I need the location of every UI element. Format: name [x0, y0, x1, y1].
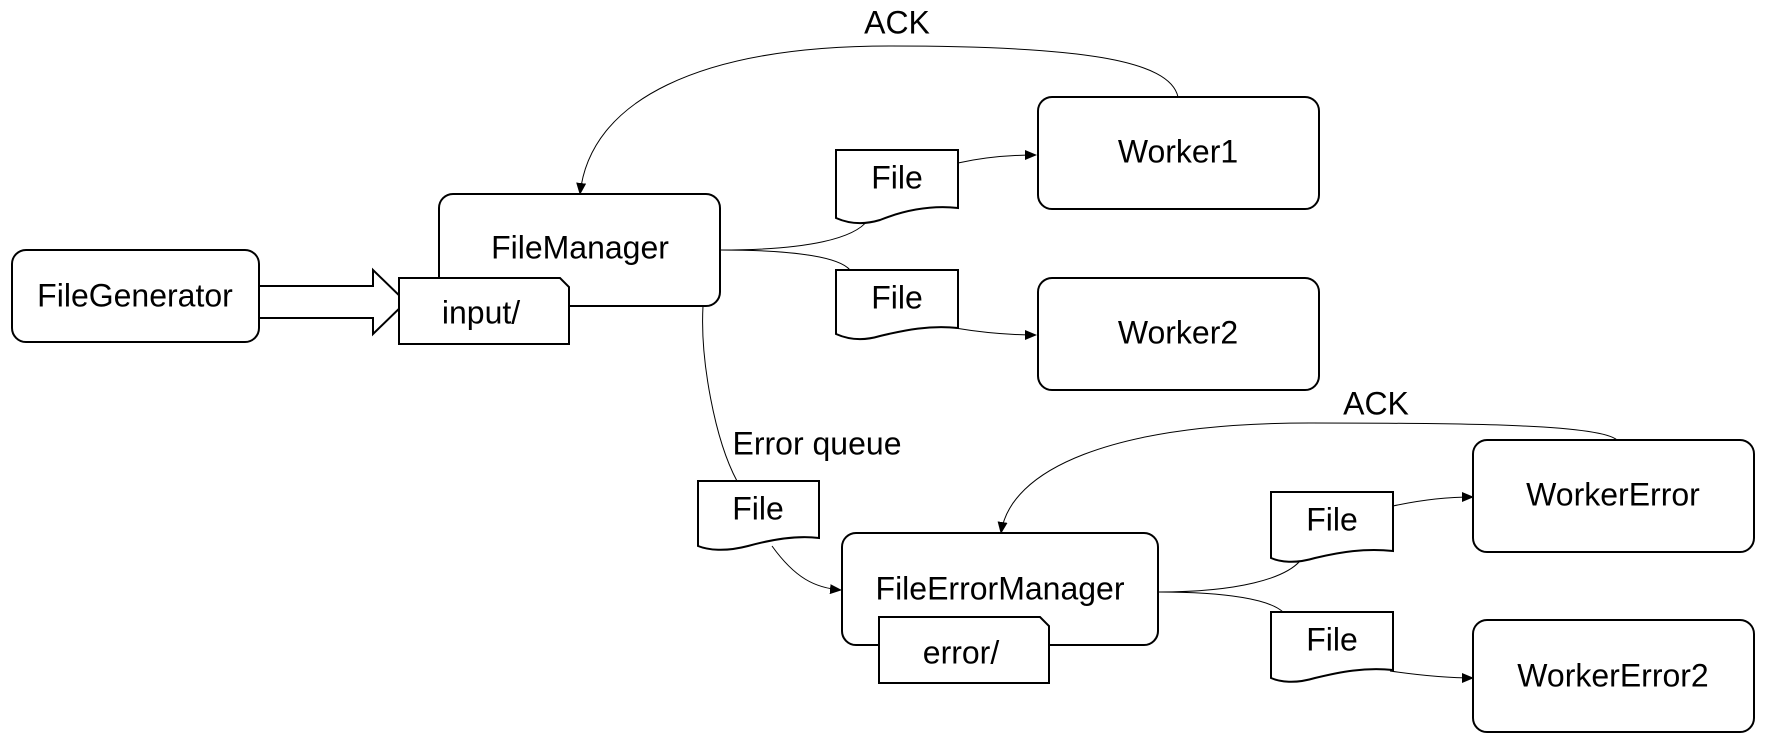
- block-arrow: [258, 267, 408, 337]
- fileerrormanager-label: FileErrorManager: [876, 570, 1125, 606]
- fileerrormanager-to-file3-connector: [1157, 560, 1301, 593]
- document-file-worker2: File: [835, 269, 959, 341]
- worker1-label: Worker1: [1118, 133, 1238, 169]
- file3-to-workererror-connector: [1392, 492, 1474, 507]
- workererror-node: WorkerError: [1472, 439, 1755, 553]
- filemanager-label: FileManager: [491, 229, 669, 265]
- filemanager-to-file2-connector: [719, 249, 851, 271]
- worker1-node: Worker1: [1037, 96, 1320, 210]
- file4-to-workererror2-connector: [1389, 670, 1474, 683]
- worker2-label: Worker2: [1118, 314, 1238, 350]
- input-folder-label: input/: [442, 294, 520, 330]
- workererror2-label: WorkerError2: [1517, 657, 1708, 693]
- file-label-worker2: File: [871, 279, 923, 315]
- document-file-workererror: File: [1270, 491, 1394, 563]
- input-folder: input/: [398, 277, 570, 345]
- file-label-workererror2: File: [1306, 621, 1358, 657]
- file-label-worker1: File: [871, 159, 923, 195]
- document-file-worker1: File: [835, 149, 959, 225]
- ack-bottom-connector: [997, 422, 1618, 534]
- file1-to-worker1-connector: [957, 150, 1037, 164]
- document-file-error-queue: File: [697, 480, 820, 551]
- ack-top-connector: [576, 45, 1179, 195]
- document-file-workererror2: File: [1270, 611, 1394, 683]
- workererror2-node: WorkerError2: [1472, 619, 1755, 733]
- ack-bottom-label: ACK: [1343, 385, 1409, 421]
- errorfile-to-fileerrormanager-connector: [771, 545, 842, 595]
- error-queue-connector: [702, 305, 738, 482]
- file2-to-worker2-connector: [954, 327, 1037, 340]
- fileerrormanager-to-file4-connector: [1157, 591, 1284, 613]
- error-queue-label: Error queue: [733, 425, 902, 461]
- filegenerator-node: FileGenerator: [11, 249, 260, 343]
- error-folder: error/: [878, 616, 1050, 684]
- error-folder-label: error/: [923, 634, 1000, 670]
- ack-top-label: ACK: [864, 4, 930, 40]
- worker2-node: Worker2: [1037, 277, 1320, 391]
- workererror-label: WorkerError: [1526, 476, 1700, 512]
- filemanager-to-file1-connector: [719, 219, 869, 251]
- filegenerator-label: FileGenerator: [37, 277, 233, 313]
- file-label-error-queue: File: [732, 490, 784, 526]
- file-label-workererror: File: [1306, 501, 1358, 537]
